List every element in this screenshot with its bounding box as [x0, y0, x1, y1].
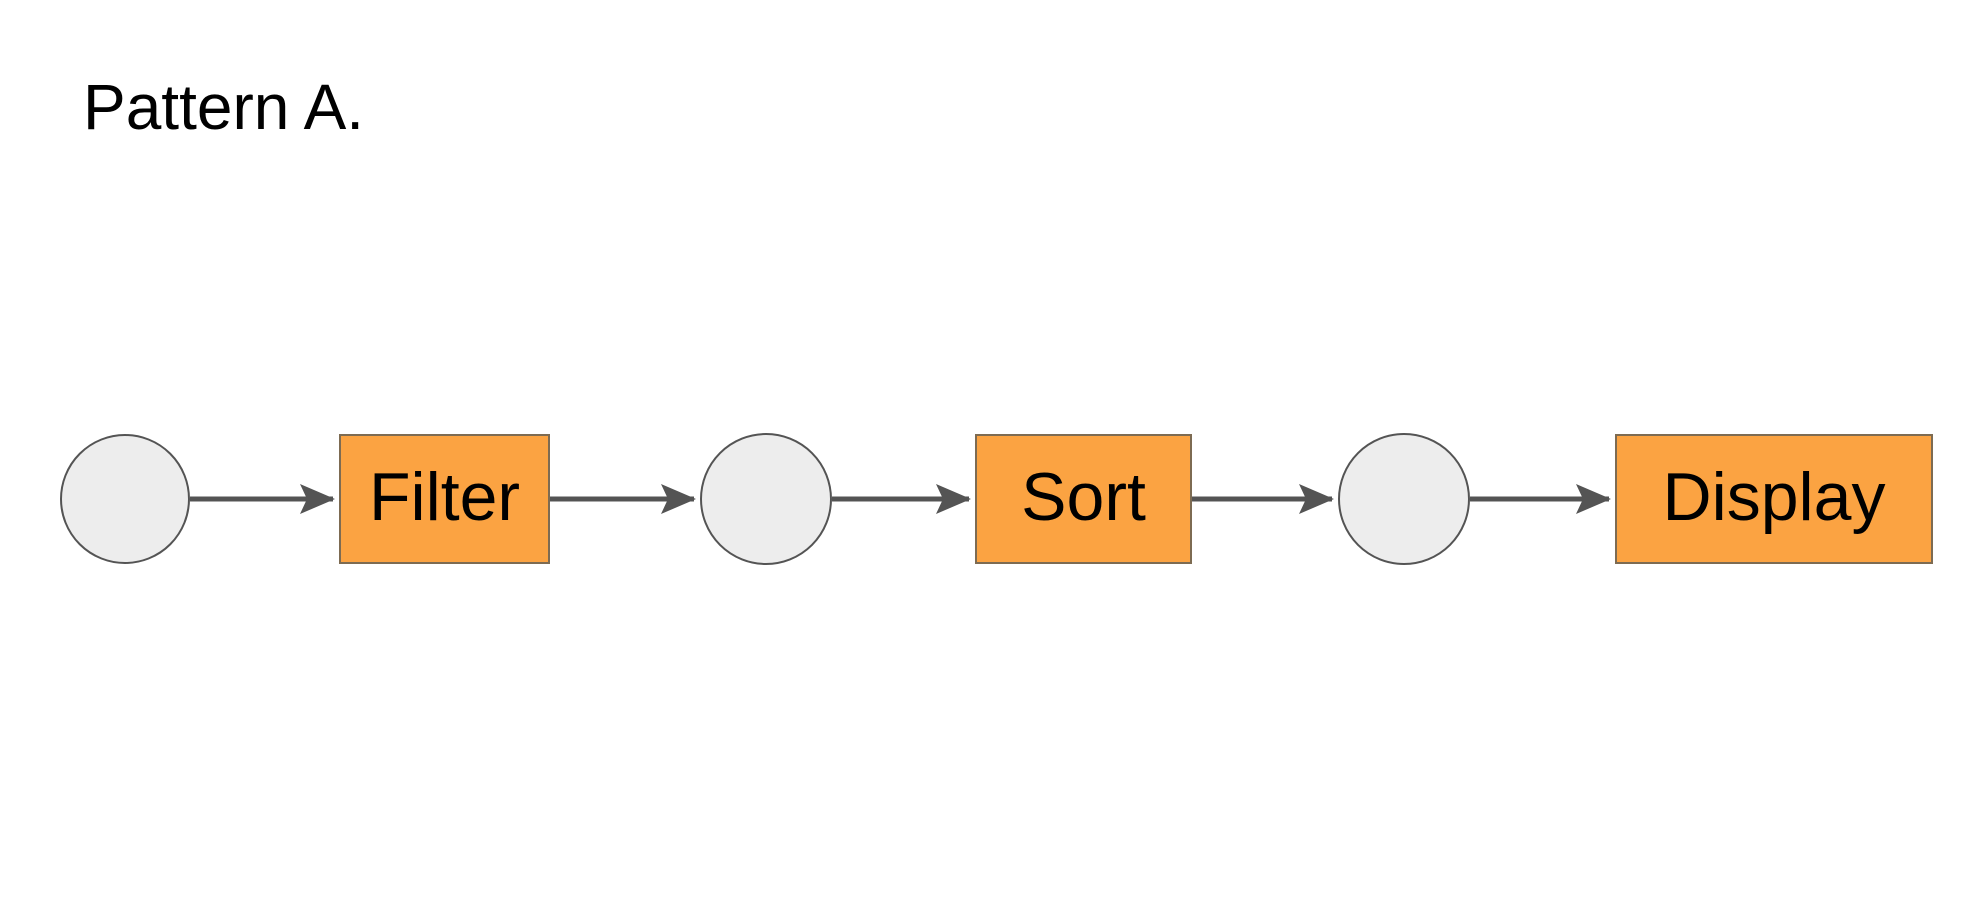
- node-sort-label: Sort: [1021, 459, 1146, 535]
- node-display-label: Display: [1662, 459, 1886, 535]
- node-sort[interactable]: Sort: [975, 434, 1192, 564]
- node-state-3[interactable]: [1338, 433, 1470, 565]
- node-display[interactable]: Display: [1615, 434, 1933, 564]
- node-state-2[interactable]: [700, 433, 832, 565]
- node-filter[interactable]: Filter: [339, 434, 550, 564]
- page-title: Pattern A.: [83, 71, 365, 143]
- node-filter-label: Filter: [368, 459, 521, 535]
- node-state-1[interactable]: [60, 434, 190, 564]
